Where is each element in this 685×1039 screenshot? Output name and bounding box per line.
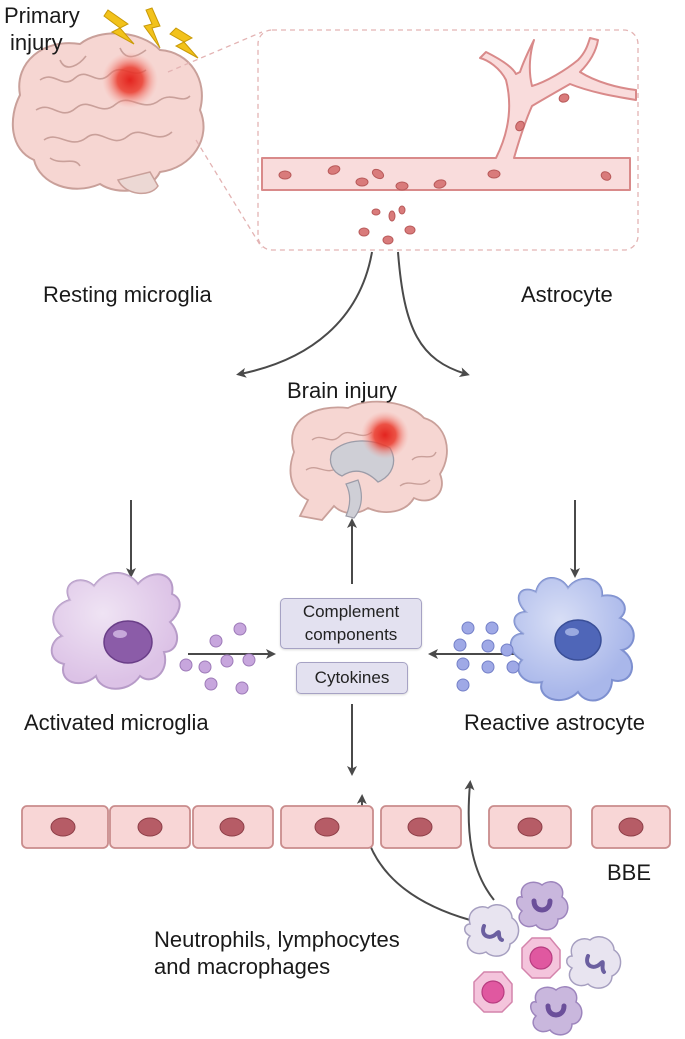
lightning-icon (103, 7, 199, 59)
complement-components-box: Complement components (280, 598, 422, 649)
immune-cells (464, 881, 622, 1036)
astrocyte-released-particles (453, 621, 520, 692)
injured-brain (289, 400, 448, 521)
arrows-from-vessel (236, 251, 470, 378)
endothelial-cell (21, 805, 671, 849)
brain-injury-label: Brain injury (287, 378, 398, 403)
neutrophil (464, 904, 520, 957)
zoom-lines (167, 29, 639, 251)
blood-vessel (261, 37, 637, 245)
primary-injury-line1: Primary (4, 3, 80, 28)
complement-line2: components (304, 625, 398, 644)
primary-injury-line2: injury (10, 30, 63, 55)
activated-microglia-cell (50, 572, 181, 690)
immune-line1: Neutrophils, lymphocytes (154, 927, 400, 952)
bbe-label: BBE (607, 860, 652, 885)
endothelial-barrier (21, 805, 671, 849)
cytokines-box: Cytokines (296, 662, 408, 694)
primary-injury-brain (11, 32, 205, 195)
microglia-released-particles (179, 622, 256, 695)
immune-line2: and macrophages (154, 954, 331, 979)
lymphocyte (473, 971, 513, 1013)
reactive-astrocyte-label: Reactive astrocyte (464, 710, 645, 735)
complement-line1: Complement (302, 602, 400, 621)
neutrophil (566, 936, 622, 989)
monocyte (516, 881, 569, 931)
reactive-astrocyte-cell (510, 577, 635, 702)
lymphocyte (521, 937, 561, 979)
immune-cells-label: Neutrophils, lymphocytes and macrophages (154, 926, 400, 980)
activated-microglia-label: Activated microglia (24, 710, 209, 735)
resting-microglia-label: Resting microglia (43, 282, 212, 307)
primary-injury-label: Primary injury (4, 2, 80, 56)
monocyte (530, 986, 583, 1036)
astrocyte-label: Astrocyte (521, 282, 613, 307)
